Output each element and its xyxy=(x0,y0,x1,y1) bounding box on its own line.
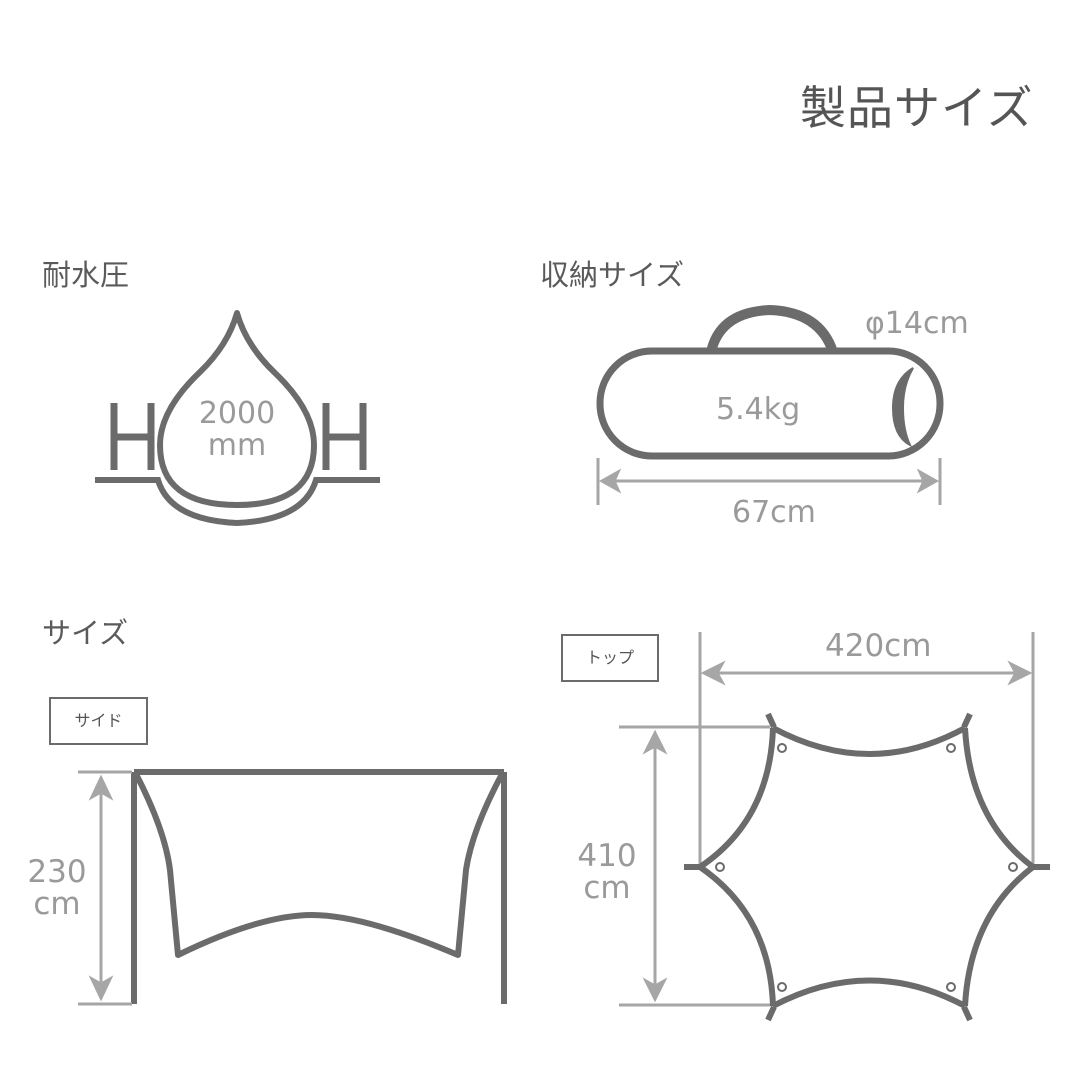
side-height-value: 230 xyxy=(27,854,87,890)
storage-bag-icon xyxy=(596,304,944,460)
size-heading: サイズ xyxy=(42,616,129,650)
side-height-unit: cm xyxy=(33,886,81,922)
water-pressure-heading: 耐水圧 xyxy=(42,258,130,292)
storage-diameter: φ14cm xyxy=(865,306,969,341)
storage-size-heading: 収納サイズ xyxy=(540,258,685,292)
top-depth-value: 410 xyxy=(577,838,637,874)
water-pressure-unit: mm xyxy=(207,428,267,463)
storage-length: 67cm xyxy=(732,495,816,530)
top-view-outline xyxy=(684,712,1050,1022)
length-dimension-line xyxy=(596,458,942,505)
top-view-label: トップ xyxy=(561,634,659,682)
top-width-value: 420cm xyxy=(825,628,932,664)
page-title: 製品サイズ xyxy=(800,81,1034,135)
top-depth-unit: cm xyxy=(583,870,631,906)
storage-weight: 5.4kg xyxy=(716,392,801,427)
water-pressure-value: 2000 xyxy=(198,396,276,431)
side-view-outline xyxy=(131,769,507,1004)
side-view-label: サイド xyxy=(49,697,148,745)
h-letter-icons xyxy=(110,403,367,470)
water-drop-icon xyxy=(95,310,380,527)
top-view-dimension-lines xyxy=(619,632,1035,1007)
grommet-icons xyxy=(715,743,1018,992)
side-height-dimension-line xyxy=(78,770,132,1006)
